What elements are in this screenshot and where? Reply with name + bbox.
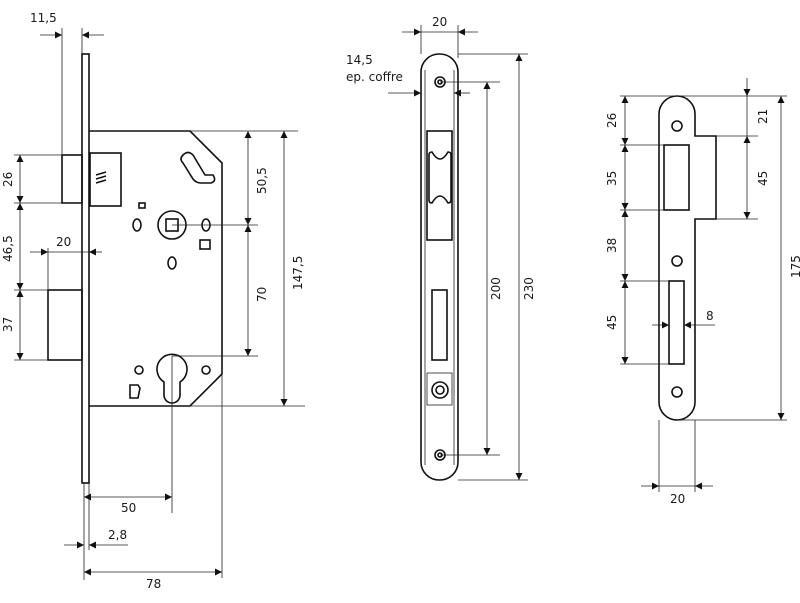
dim-case-thickness-label: 14,5 xyxy=(346,53,373,67)
latch-spring xyxy=(95,171,107,184)
latch-face xyxy=(428,151,452,204)
euro-cylinder-keyhole xyxy=(156,353,188,404)
mounting-hole xyxy=(167,256,177,270)
dim-bolt-height-label: 37 xyxy=(1,317,15,332)
dim-case-thickness-note: ep. coffre xyxy=(346,70,403,84)
latch-bolt xyxy=(61,154,83,204)
dim-strike-width-label: 20 xyxy=(670,492,685,506)
small-lug xyxy=(199,239,211,250)
dim-faceplate-thickness-label: 2,8 xyxy=(108,528,127,542)
strike-latch-window xyxy=(663,144,690,211)
dim-bolt-throw-label: 20 xyxy=(56,235,71,249)
strike-screw-hole xyxy=(671,120,683,132)
dim-screw-spacing-label: 200 xyxy=(489,277,503,300)
dim-strike-slot-label: 45 xyxy=(605,315,619,330)
lever-slot xyxy=(180,151,216,184)
dim-body-height-label: 147,5 xyxy=(291,256,305,290)
faceplate-edge xyxy=(81,53,90,484)
dim-strike-gap-label: 38 xyxy=(605,238,619,253)
dim-strike-slot-width-label: 8 xyxy=(706,309,714,323)
lock-body-view: 11,5 26 46,5 37 20 50,5 70 147,5 50 2,8 … xyxy=(1,11,305,591)
small-hole xyxy=(138,202,146,209)
mounting-hole xyxy=(201,365,211,375)
strike-bolt-slot xyxy=(668,280,685,365)
dim-spindle-label: 50,5 xyxy=(255,167,269,194)
dim-center-distance-label: 70 xyxy=(255,287,269,302)
dead-bolt xyxy=(47,289,83,361)
faceplate xyxy=(420,53,459,481)
dim-strike-latch-label: 35 xyxy=(605,171,619,186)
dim-backset-label: 50 xyxy=(121,501,136,515)
strike-plate-view: 26 35 38 45 21 45 175 8 20 xyxy=(605,78,800,506)
dim-faceplate-width-label: 20 xyxy=(432,15,447,29)
strike-screw-hole xyxy=(671,255,683,267)
bolt-opening xyxy=(431,289,448,361)
faceplate-view: 20 14,5 ep. coffre 200 230 xyxy=(346,15,536,481)
dim-strike-top-label: 26 xyxy=(605,113,619,128)
dim-latch-to-bolt-label: 46,5 xyxy=(1,235,15,262)
mounting-hole xyxy=(132,218,142,232)
small-catch xyxy=(129,384,141,399)
round-catch xyxy=(431,381,449,399)
dim-strike-length-label: 175 xyxy=(789,255,800,278)
dim-strike-lip-label: 45 xyxy=(756,171,770,186)
lock-case xyxy=(89,130,223,407)
dim-latch-height-label: 26 xyxy=(1,172,15,187)
strike-screw-hole xyxy=(671,386,683,398)
latch-housing xyxy=(89,152,122,207)
dim-body-depth-label: 78 xyxy=(146,577,161,591)
latch-opening xyxy=(426,130,453,241)
mounting-hole xyxy=(134,365,144,375)
dim-strike-lip-top-label: 21 xyxy=(756,109,770,124)
dim-faceplate-length-label: 230 xyxy=(522,277,536,300)
dim-offset-label: 11,5 xyxy=(30,11,57,25)
